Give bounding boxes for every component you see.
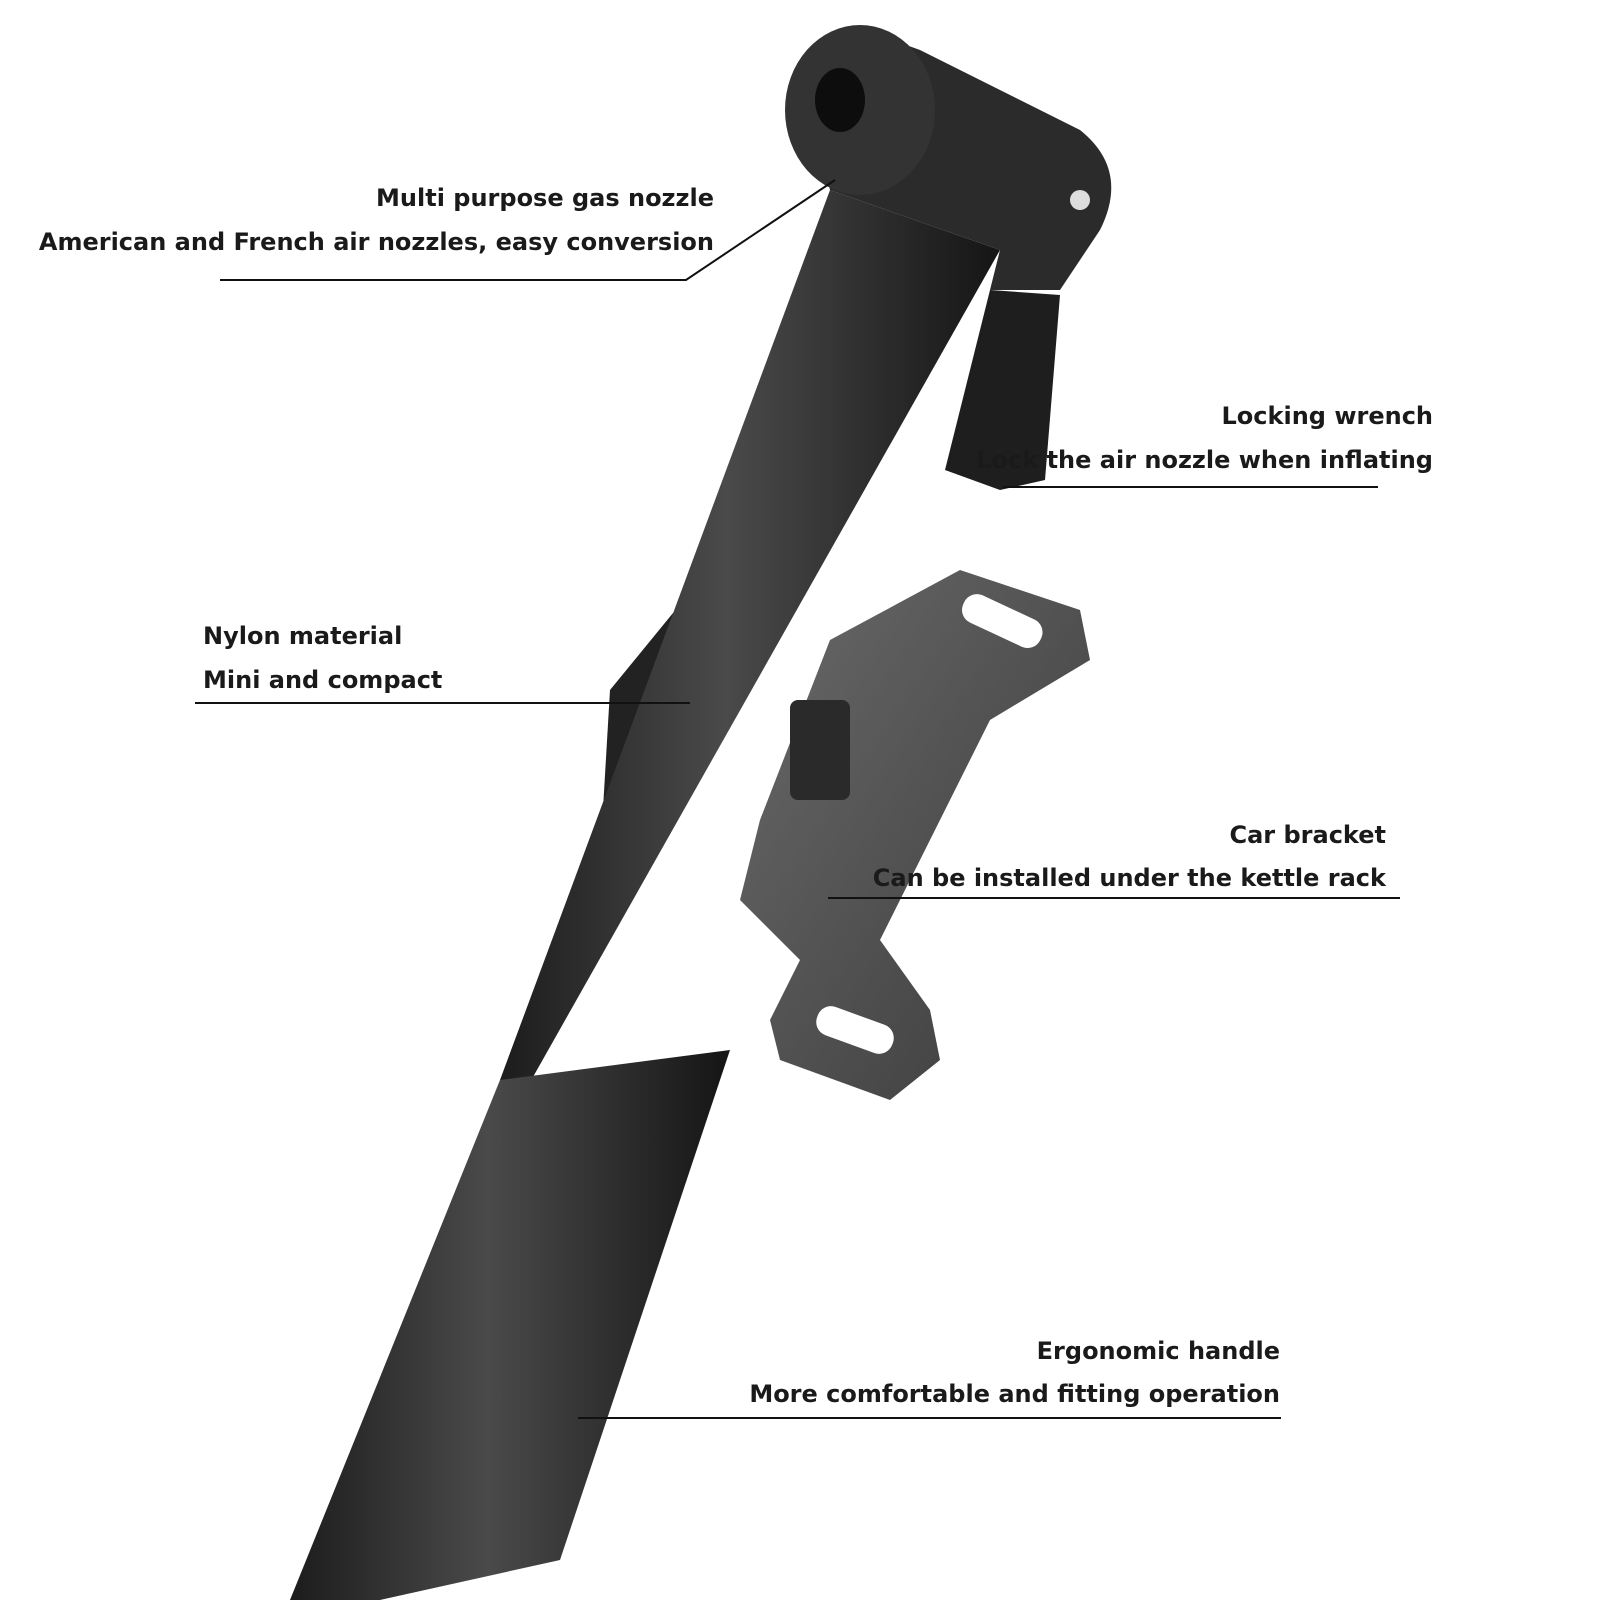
wrench-desc: Lock the air nozzle when inflating	[976, 446, 1433, 474]
wrench-title: Locking wrench	[1221, 402, 1434, 430]
nozzle-title: Multi purpose gas nozzle	[376, 184, 714, 212]
material-desc: Mini and compact	[203, 666, 443, 694]
handle-title: Ergonomic handle	[1036, 1337, 1280, 1365]
car-bracket	[740, 570, 1090, 1100]
handle-desc: More comfortable and fitting operation	[749, 1380, 1280, 1408]
pump-handle	[290, 1050, 730, 1600]
bracket-desc: Can be installed under the kettle rack	[872, 864, 1386, 892]
locking-wrench	[945, 290, 1060, 490]
leader-lines	[195, 179, 1400, 1419]
pump-barrel	[500, 190, 1000, 1100]
bracket-title: Car bracket	[1229, 821, 1386, 849]
material-title: Nylon material	[203, 622, 403, 650]
nozzle-desc: American and French air nozzles, easy co…	[38, 228, 714, 256]
